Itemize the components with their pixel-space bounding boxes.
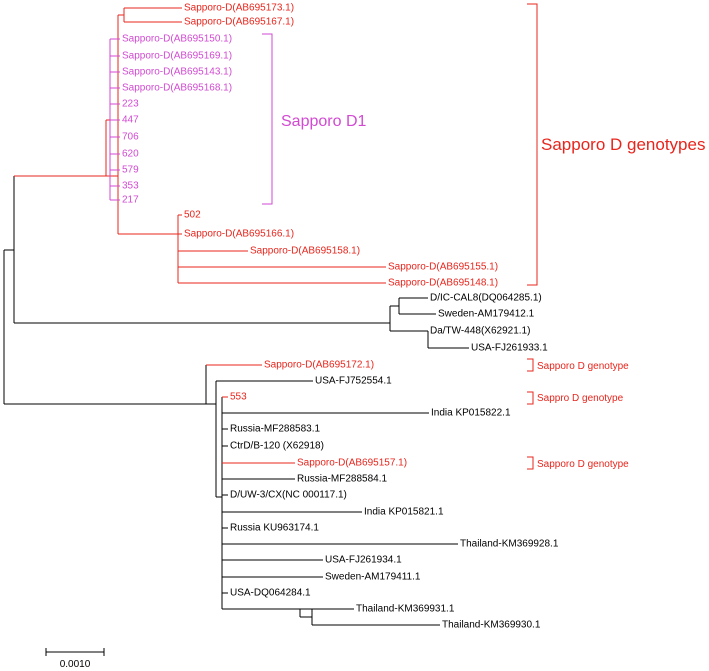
tip-label: USA-FJ752554.1	[315, 376, 392, 387]
tip-label: Sapporo-D(AB695148.1)	[388, 278, 498, 289]
tip-label: Sapporo-D(AB695158.1)	[250, 246, 360, 257]
tip-label: Sapporo-D(AB695172.1)	[264, 360, 374, 371]
tip-label: Da/TW-448(X62921.1)	[430, 326, 530, 337]
genotype-label-2: Sappro D genotype	[537, 393, 624, 404]
tip-label: India KP015822.1	[431, 408, 511, 419]
tip-label: D/IC-CAL8(DQ064285.1)	[430, 293, 542, 304]
tip-label: D/UW-3/CX(NC 000117.1)	[230, 490, 347, 501]
sapporo-d-genotypes-label: Sapporo D genotypes	[541, 135, 705, 154]
tip-label: Sapporo-D(AB695173.1)	[184, 3, 294, 14]
tip-label: Thailand-KM369930.1	[442, 620, 541, 631]
tip-label: 217	[122, 195, 139, 206]
tip-label: Sweden-AM179411.1	[325, 572, 421, 583]
tip-label: Sapporo-D(AB695157.1)	[297, 458, 407, 469]
tip-label: Sweden-AM179412.1	[438, 309, 535, 320]
tip-label: 223	[122, 99, 139, 110]
genotype-bracket-2	[527, 391, 534, 405]
tip-label: 447	[122, 115, 139, 126]
genotype-label-1: Sapporo D genotype	[537, 361, 629, 372]
scale-bar-label: 0.0010	[60, 659, 91, 670]
tip-label: 353	[122, 181, 139, 192]
genotype-label-3: Sapporo D genotype	[537, 459, 629, 470]
tip-label: India KP015821.1	[364, 507, 444, 518]
tip-label: Sapporo-D(AB695166.1)	[184, 229, 294, 240]
tip-label: 579	[122, 165, 139, 176]
genotype-bracket-1	[527, 358, 534, 372]
tip-label: Russia-MF288584.1	[297, 474, 387, 485]
sapporo-d1-label: Sapporo D1	[281, 113, 366, 130]
tip-label: Sapporo-D(AB695168.1)	[122, 83, 232, 94]
tip-label: Thailand-KM369931.1	[356, 604, 455, 615]
tip-label: USA-FJ261934.1	[325, 555, 402, 566]
tree-branches	[3, 7, 469, 626]
tip-label: Sapporo-D(AB695167.1)	[184, 17, 294, 28]
tip-label: Thailand-KM369928.1	[460, 539, 559, 550]
tip-label: USA-FJ261933.1	[471, 343, 548, 354]
tip-labels: Sapporo-D(AB695173.1) Sapporo-D(AB695167.…	[122, 3, 559, 631]
tip-label: Sapporo-D(AB695169.1)	[122, 51, 232, 62]
tip-label: 620	[122, 149, 139, 160]
tip-label: Russia KU963174.1	[230, 523, 319, 534]
tip-label: Sapporo-D(AB695150.1)	[122, 34, 232, 45]
tip-label: 553	[230, 392, 247, 403]
tip-label: CtrD/B-120 (X62918)	[230, 441, 324, 452]
tip-label: Russia-MF288583.1	[230, 424, 320, 435]
tip-label: Sapporo-D(AB695155.1)	[388, 262, 498, 273]
tip-label: 502	[184, 210, 201, 221]
tip-label: 706	[122, 132, 139, 143]
scale-bar	[45, 648, 105, 656]
sapporo-d1-bracket	[262, 33, 273, 205]
tip-label: Sapporo-D(AB695143.1)	[122, 67, 232, 78]
tip-label: USA-DQ064284.1	[230, 588, 311, 599]
genotype-bracket-3	[527, 456, 534, 470]
sapporo-d-genotypes-bracket	[527, 3, 538, 286]
